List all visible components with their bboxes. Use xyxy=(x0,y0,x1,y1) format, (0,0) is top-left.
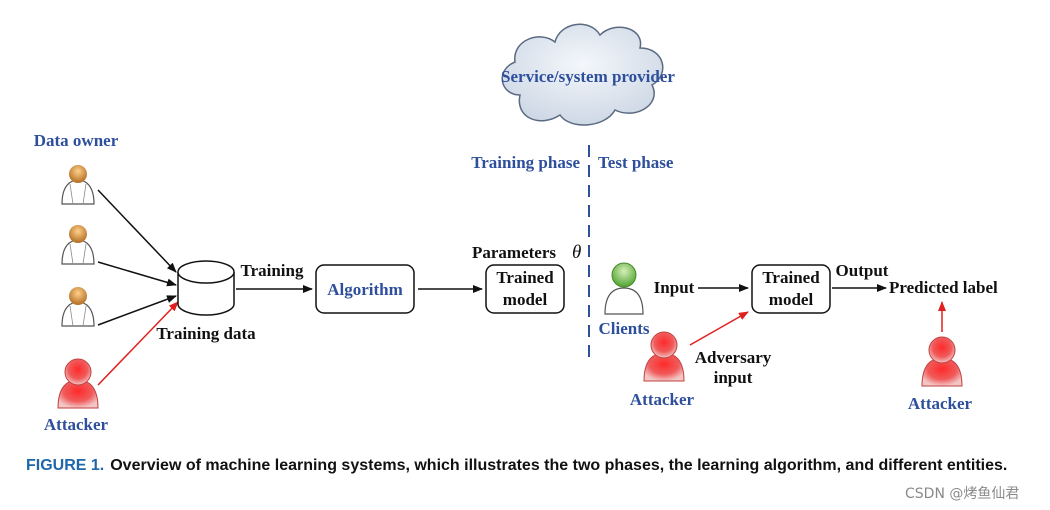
database-icon xyxy=(177,260,235,316)
figure-caption-text: Overview of machine learning systems, wh… xyxy=(110,457,1008,474)
owner-to-data-arrow xyxy=(97,295,177,326)
training-label: Training xyxy=(241,261,304,280)
attacker-label: Attacker xyxy=(630,390,695,409)
attacker-icon xyxy=(921,336,963,387)
attacker-icon xyxy=(643,331,685,382)
client-icon xyxy=(604,262,644,315)
algorithm-label: Algorithm xyxy=(327,280,403,299)
adversary-input-arrow xyxy=(689,311,749,346)
input-label: Input xyxy=(654,278,695,297)
attacker-label: Attacker xyxy=(44,415,109,434)
trained-model-test-line1: Trained xyxy=(762,268,820,287)
output-label: Output xyxy=(836,261,889,280)
data-owner-label: Data owner xyxy=(34,131,119,150)
data-owner-icon xyxy=(61,165,95,205)
adversary-input-line1: Adversary xyxy=(695,348,772,367)
attacker-to-data-arrow xyxy=(97,301,179,386)
adversary-input-line2: input xyxy=(714,368,753,387)
cloud-icon xyxy=(501,23,664,126)
watermark: CSDN @烤鱼仙君 xyxy=(905,486,1020,502)
theta-symbol: θ xyxy=(572,242,581,263)
trained-model-train-line1: Trained xyxy=(496,268,554,287)
trained-model-test-line2: model xyxy=(769,290,814,309)
owner-to-data-arrow xyxy=(97,261,177,287)
test-phase-label: Test phase xyxy=(598,153,674,172)
trained-model-box-training xyxy=(485,264,565,314)
clients-label: Clients xyxy=(599,319,650,338)
attacker-icon xyxy=(57,358,99,409)
trained-model-train-line2: model xyxy=(503,290,548,309)
parameters-text: Parameters xyxy=(472,243,556,262)
parameters-label: Parameters xyxy=(472,243,556,262)
training-data-label: Training data xyxy=(156,324,256,343)
predicted-label-text: Predicted label xyxy=(889,278,998,297)
training-phase-label: Training phase xyxy=(471,153,580,172)
data-owner-icon xyxy=(61,225,95,265)
service-provider-label: Service/system provider xyxy=(501,67,675,86)
figure-number: FIGURE 1. xyxy=(26,457,105,474)
owner-to-data-arrow xyxy=(97,189,177,273)
trained-model-box-test xyxy=(751,264,831,314)
attacker-label: Attacker xyxy=(908,394,973,413)
figure-caption: FIGURE 1. Overview of machine learning sy… xyxy=(26,455,1026,477)
data-owner-icon xyxy=(61,287,95,327)
algorithm-box xyxy=(315,264,415,314)
